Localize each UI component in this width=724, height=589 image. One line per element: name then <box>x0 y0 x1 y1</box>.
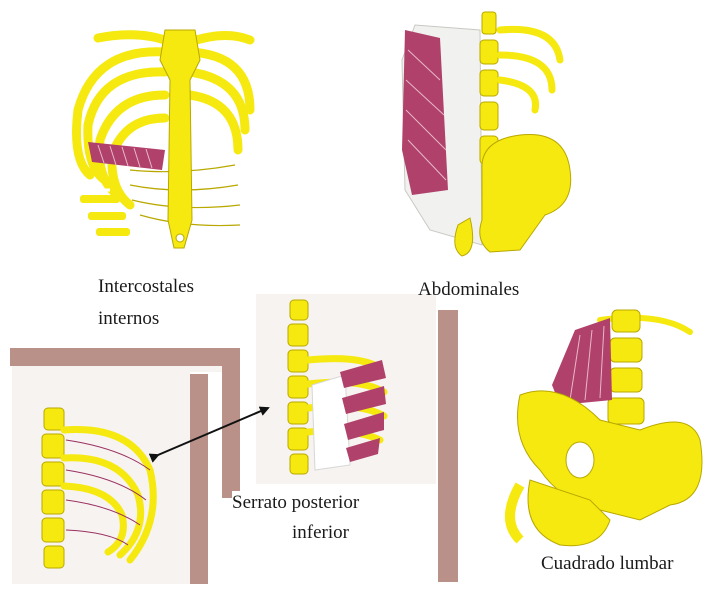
arrow-line <box>158 408 268 455</box>
cuadrado-label: Cuadrado lumbar <box>541 552 673 576</box>
serrato-label-line1: Serrato posterior <box>232 491 359 515</box>
intercostales-label-line1: Intercostales <box>98 275 194 299</box>
intercostales-label-line2: internos <box>98 307 159 331</box>
serrato-label-line2: inferior <box>292 521 349 545</box>
abdominales-label: Abdominales <box>418 278 519 302</box>
